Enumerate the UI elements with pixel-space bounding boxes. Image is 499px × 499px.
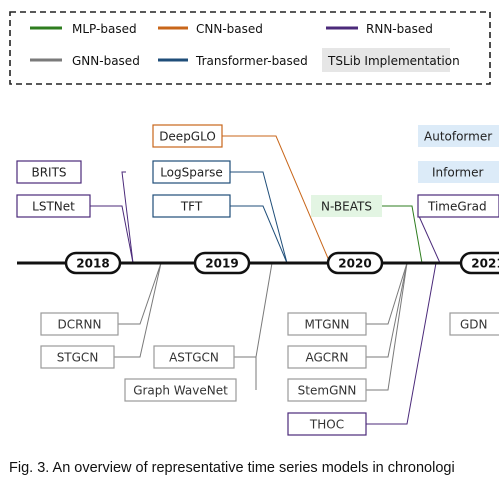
model-box-tft: TFT (152, 194, 231, 218)
model-box-timegrad: TimeGrad (417, 194, 499, 218)
model-label-thoc: THOC (309, 418, 344, 432)
model-label-nbeats: N-BEATS (321, 200, 372, 214)
year-pill-2020 (326, 251, 384, 275)
connector-mtgnn (366, 262, 408, 325)
model-box-lstnet: LSTNet (16, 194, 91, 218)
model-box-astgcn: ASTGCN (153, 345, 235, 369)
model-box-graphwavenet: Graph WaveNet (124, 378, 237, 402)
model-label-astgcn: ASTGCN (169, 351, 219, 365)
model-label-informer: Informer (432, 166, 484, 180)
model-label-stemgnn: StemGNN (298, 384, 357, 398)
model-box-stemgnn: StemGNN (287, 378, 367, 402)
model-label-tft: TFT (180, 200, 203, 214)
connector-brits (121, 171, 134, 264)
year-pill-2019 (193, 251, 251, 275)
model-box-brits: BRITS (16, 160, 82, 184)
year-label-2021: 2021 (471, 257, 499, 271)
connector-agcrn (366, 262, 408, 358)
legend-label-transformer: Transformer-based (195, 54, 308, 68)
connector-tft (230, 205, 288, 264)
legend-label-mlp: MLP-based (72, 22, 137, 36)
model-box-mtgnn: MTGNN (287, 312, 367, 336)
legend-swatch-tslib (322, 48, 450, 72)
model-label-graphwavenet: Graph WaveNet (133, 384, 228, 398)
model-label-dcrnn: DCRNN (58, 318, 102, 332)
legend-label-gnn: GNN-based (72, 54, 140, 68)
model-box-stgcn: STGCN (40, 345, 115, 369)
connector-deepglo (222, 135, 331, 264)
model-label-deepglo: DeepGLO (159, 130, 216, 144)
connector-astgcn (234, 262, 273, 358)
year-label-2018: 2018 (76, 257, 109, 271)
legend-label-tslib: TSLib Implementation (327, 54, 460, 68)
model-box-informer: Informer (418, 161, 499, 183)
model-box-nbeats: N-BEATS (311, 195, 382, 217)
legend-frame (9, 11, 491, 85)
connector-logsparse (230, 171, 288, 264)
model-label-timegrad: TimeGrad (427, 200, 487, 214)
model-box-thoc: THOC (287, 412, 367, 436)
model-box-autoformer: Autoformer (418, 125, 499, 147)
year-label-2020: 2020 (338, 257, 371, 271)
connector-stgcn (114, 262, 162, 358)
year-pill-2018 (64, 251, 122, 275)
model-label-lstnet: LSTNet (32, 200, 75, 214)
connector-lstnet (90, 205, 134, 264)
year-pill-2021 (459, 251, 499, 275)
year-label-2019: 2019 (205, 257, 238, 271)
model-label-gdn: GDN (460, 318, 488, 332)
model-label-stgcn: STGCN (57, 351, 99, 365)
model-box-gdn: GDN (449, 312, 499, 336)
connector-nbeats (382, 205, 423, 264)
model-label-agcrn: AGCRN (306, 351, 349, 365)
connector-thoc (354, 262, 437, 425)
connector-stemgnn (366, 262, 408, 391)
model-box-dcrnn: DCRNN (40, 312, 119, 336)
model-box-logsparse: LogSparse (152, 160, 231, 184)
legend-label-rnn: RNN-based (366, 22, 433, 36)
legend-label-cnn: CNN-based (196, 22, 263, 36)
model-box-deepglo: DeepGLO (152, 124, 223, 148)
connector-dcrnn (118, 262, 162, 325)
model-label-autoformer: Autoformer (424, 130, 492, 144)
model-label-logsparse: LogSparse (160, 166, 223, 180)
figure-caption: Fig. 3. An overview of representative ti… (9, 460, 455, 476)
model-label-mtgnn: MTGNN (305, 318, 350, 332)
model-box-agcrn: AGCRN (287, 345, 367, 369)
model-label-brits: BRITS (31, 166, 66, 180)
